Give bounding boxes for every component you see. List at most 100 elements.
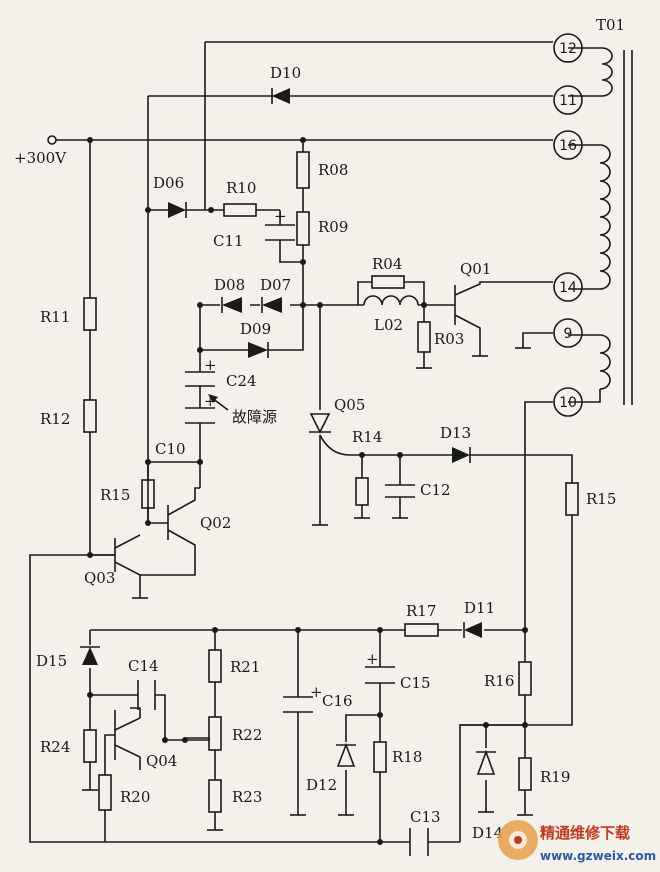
label-r24: R24 <box>40 738 70 756</box>
label-r21: R21 <box>230 658 260 676</box>
label-r11: R11 <box>40 308 70 326</box>
diodes <box>80 88 496 775</box>
label-d06: D06 <box>153 174 184 192</box>
label-c15: C15 <box>400 674 431 692</box>
diode-d12 <box>336 742 356 767</box>
label-q03: Q03 <box>84 569 115 587</box>
junctions <box>47 135 528 845</box>
capacitor-c16 <box>283 696 313 713</box>
capacitor-c15 <box>365 666 395 684</box>
label-d07: D07 <box>260 276 291 294</box>
capacitor-c12 <box>385 484 415 498</box>
label-l02: L02 <box>374 316 403 334</box>
svg-text:+: + <box>204 356 217 374</box>
label-d14: D14 <box>472 824 503 842</box>
diode-d06 <box>168 202 186 218</box>
label-r03: R03 <box>434 330 464 348</box>
transformer-pins: 12 11 16 14 9 10 <box>553 33 583 417</box>
resistor-r04 <box>371 275 405 289</box>
label-d08: D08 <box>214 276 245 294</box>
svg-text:14: 14 <box>559 280 577 296</box>
resistor-r22 <box>208 716 222 751</box>
label-300v: +300V <box>14 149 67 167</box>
label-c11: C11 <box>213 232 244 250</box>
capacitor-c24 <box>185 371 215 387</box>
diode-d09 <box>248 342 268 358</box>
label-r12: R12 <box>40 410 70 428</box>
resistor-r17 <box>404 623 439 637</box>
resistor-r03 <box>417 321 431 353</box>
label-c12: C12 <box>420 481 451 499</box>
resistor-r08 <box>296 151 310 189</box>
svg-text:16: 16 <box>559 138 577 154</box>
resistor-r15-right <box>565 482 579 516</box>
capacitor-c14 <box>137 680 156 710</box>
label-c14: C14 <box>128 657 159 675</box>
watermark: 精通维修下载 www.gzweix.com <box>498 820 656 863</box>
capacitor-c13 <box>409 828 429 856</box>
grounds <box>82 347 533 831</box>
label-c16: C16 <box>322 692 353 710</box>
resistor-r23 <box>208 779 222 813</box>
svg-text:+: + <box>366 650 379 668</box>
watermark-title: 精通维修下载 <box>540 824 630 842</box>
diode-d13 <box>452 447 470 463</box>
label-d10: D10 <box>270 64 301 82</box>
capacitor-c11 <box>265 224 295 241</box>
label-r14: R14 <box>352 428 382 446</box>
inductors <box>363 47 633 405</box>
label-r09: R09 <box>318 218 348 236</box>
svg-text:+: + <box>310 683 323 701</box>
resistor-r12 <box>83 399 97 433</box>
svg-text:9: 9 <box>564 326 573 342</box>
label-d12: D12 <box>306 776 337 794</box>
label-c10: C10 <box>155 440 186 458</box>
label-r19: R19 <box>540 768 570 786</box>
label-r04: R04 <box>372 255 402 273</box>
label-d13: D13 <box>440 424 471 442</box>
svg-text:11: 11 <box>559 93 577 109</box>
resistor-r09 <box>296 211 310 246</box>
label-r23: R23 <box>232 788 262 806</box>
pin-10 <box>553 387 583 417</box>
capacitor-c10 <box>185 407 215 424</box>
label-r18: R18 <box>392 748 422 766</box>
inductor-l02 <box>363 295 419 306</box>
label-q04: Q04 <box>146 752 177 770</box>
svg-text:12: 12 <box>559 41 577 57</box>
label-r15-left: R15 <box>100 486 130 504</box>
pin-11 <box>553 85 583 115</box>
wires <box>29 41 573 843</box>
diode-d15 <box>82 647 98 665</box>
diode-d07 <box>262 297 282 313</box>
label-r08: R08 <box>318 161 348 179</box>
svg-text:10: 10 <box>559 395 577 411</box>
resistor-r16 <box>518 661 532 696</box>
resistor-r15-left <box>141 479 155 509</box>
label-d09: D09 <box>240 320 271 338</box>
capacitors: + + + + + <box>137 207 429 856</box>
resistor-r19 <box>518 757 532 791</box>
pin-9 <box>553 318 583 348</box>
transformer-core <box>623 50 633 405</box>
label-r17: R17 <box>406 602 436 620</box>
label-d15: D15 <box>36 652 67 670</box>
label-r22: R22 <box>232 726 262 744</box>
svg-text:+: + <box>274 207 287 225</box>
pin-14 <box>553 272 583 302</box>
resistors <box>83 151 579 813</box>
resistor-r18 <box>373 741 387 773</box>
label-q01: Q01 <box>460 260 491 278</box>
pin-12 <box>553 33 583 63</box>
diode-d10 <box>272 88 290 104</box>
label-r20: R20 <box>120 788 150 806</box>
transformer-winding-9-10 <box>599 334 611 390</box>
label-fault-source: 故障源 <box>232 408 277 426</box>
label-d11: D11 <box>464 599 495 617</box>
resistor-r20 <box>98 774 112 811</box>
label-r16: R16 <box>484 672 514 690</box>
transformer-winding-16-14 <box>599 144 611 290</box>
transformer-winding-12-11 <box>601 47 613 97</box>
label-c13: C13 <box>410 808 441 826</box>
